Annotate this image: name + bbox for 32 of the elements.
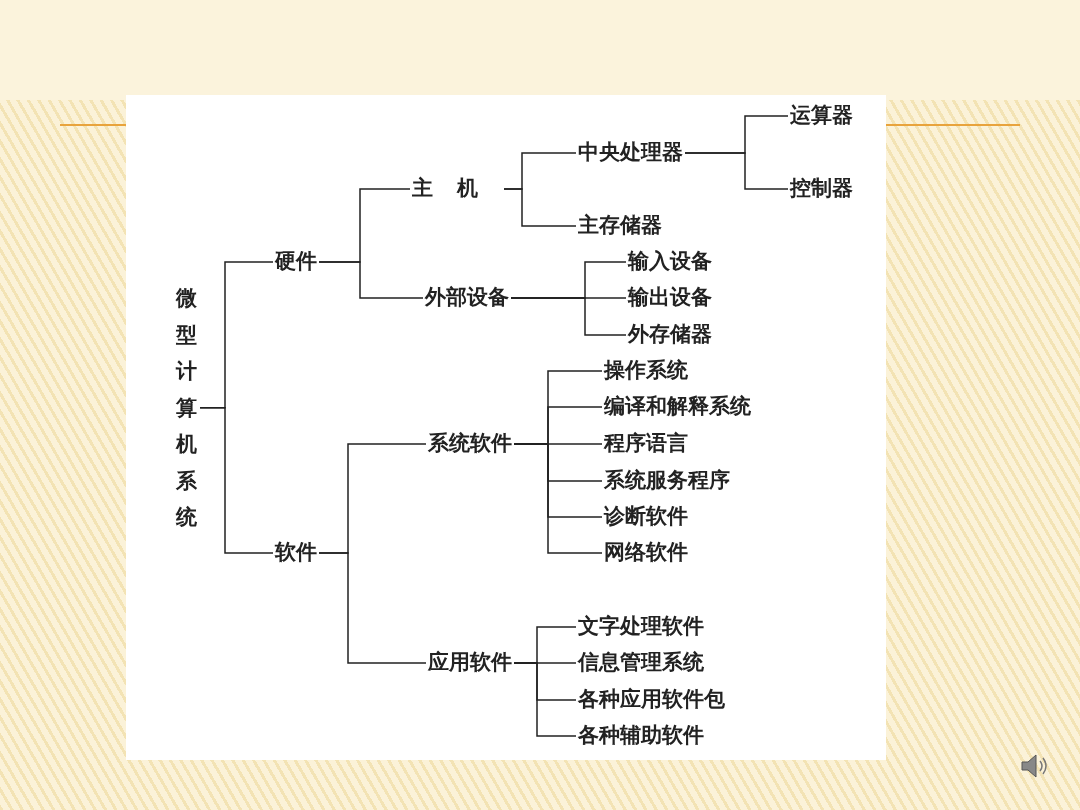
tree-label: 程序语言 bbox=[604, 432, 688, 456]
tree-connector bbox=[513, 443, 603, 554]
tree-label: 外存储器 bbox=[628, 323, 712, 347]
tree-label: 诊断软件 bbox=[604, 505, 688, 529]
tree-label: 输出设备 bbox=[628, 286, 712, 310]
tree-label: 网络软件 bbox=[604, 541, 688, 565]
tree-label: 系统服务程序 bbox=[604, 469, 730, 493]
tree-label: 操作系统 bbox=[604, 359, 688, 383]
tree-label: 输入设备 bbox=[628, 250, 712, 274]
tree-label: 编译和解释系统 bbox=[604, 395, 751, 419]
tree-label: 各种应用软件包 bbox=[578, 688, 725, 712]
tree-connector bbox=[510, 297, 627, 336]
tree-label: 控制器 bbox=[790, 177, 853, 201]
root-label: 微型计算机系统 bbox=[176, 280, 199, 536]
tree-label: 系统软件 bbox=[428, 432, 512, 456]
tree-label: 应用软件 bbox=[428, 651, 512, 675]
tree-connector bbox=[199, 407, 274, 554]
tree-connector bbox=[503, 188, 577, 227]
tree-label: 信息管理系统 bbox=[578, 651, 704, 675]
tree-label: 软件 bbox=[275, 541, 317, 565]
tree-connector bbox=[513, 662, 577, 737]
tree-label: 主存储器 bbox=[578, 214, 662, 238]
tree-label: 外部设备 bbox=[425, 286, 509, 310]
tree-label: 中央处理器 bbox=[578, 141, 683, 165]
tree-label: 硬件 bbox=[275, 250, 317, 274]
tree-label: 各种辅助软件 bbox=[578, 724, 704, 748]
tree-label: 文字处理软件 bbox=[578, 615, 704, 639]
tree-label: 主机 bbox=[412, 177, 502, 201]
tree-connector bbox=[318, 261, 424, 299]
tree-connector bbox=[684, 152, 789, 190]
tree-connector bbox=[318, 552, 427, 664]
tree-label: 运算器 bbox=[790, 104, 853, 128]
